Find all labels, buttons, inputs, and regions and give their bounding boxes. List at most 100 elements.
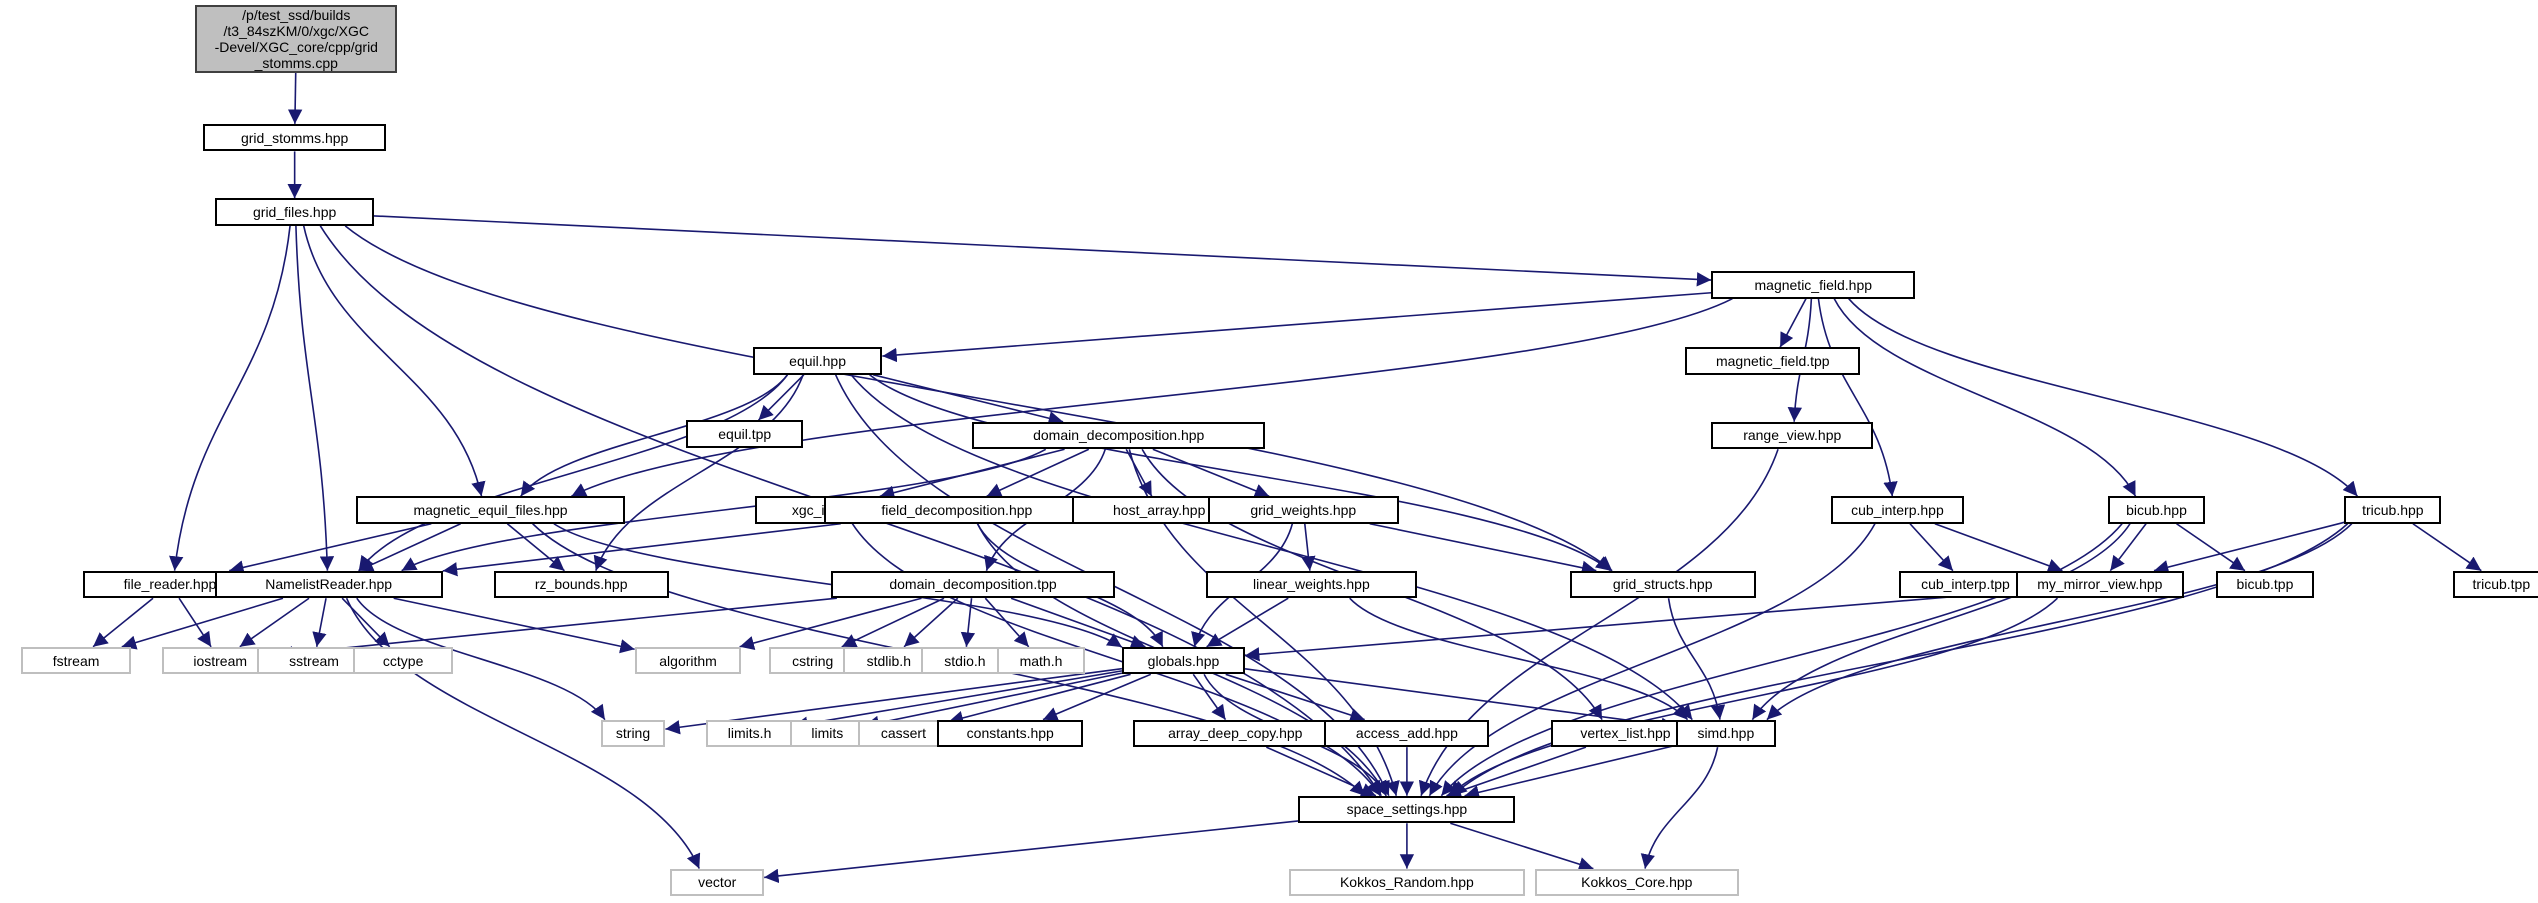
edge-equil-to-domain_decomposition: [873, 374, 1064, 426]
edge-grid_files-to-magnetic_equil_files: [302, 225, 486, 497]
node-domain-decomposition-tpp[interactable]: domain_decomposition.tpp: [830, 570, 1116, 599]
edge-equil-to-NamelistReader: [358, 374, 789, 572]
edge-domain_decomposition_tpp-to-stdio_h: [960, 598, 976, 647]
edge-bicub-to-simd: [1751, 523, 2131, 721]
edge-magnetic_equil_files-to-rz_bounds: [506, 523, 565, 572]
edge-magnetic_field-to-magnetic_field_tpp: [1779, 298, 1807, 348]
edge-magnetic_equil_files-to-NamelistReader: [358, 523, 461, 572]
edge-grid_files-to-NamelistReader: [295, 225, 335, 571]
node-vector: vector: [670, 868, 765, 897]
node-cassert: cassert: [858, 719, 949, 748]
edge-my_mirror_view-to-globals: [1244, 590, 2016, 662]
edge-magnetic_field-to-tricub: [1848, 298, 2359, 497]
node-my-mirror-view[interactable]: my_mirror_view.hpp: [2015, 570, 2185, 599]
node-limits: limits: [790, 719, 865, 748]
edge-equil-to-equil_tpp: [757, 374, 805, 421]
node-grid-weights[interactable]: grid_weights.hpp: [1207, 496, 1399, 524]
node-access-add[interactable]: access_add.hpp: [1324, 719, 1490, 748]
edge-globals-to-string: [665, 667, 1123, 735]
edge-domain_decomposition_tpp-to-stdlib_h: [903, 597, 959, 648]
edge-bicub-to-my_mirror_view: [2109, 523, 2147, 572]
node-globals[interactable]: globals.hpp: [1121, 646, 1245, 675]
node-vertex-list[interactable]: vertex_list.hpp: [1551, 719, 1700, 748]
node-linear-weights[interactable]: linear_weights.hpp: [1206, 570, 1417, 599]
edge-equil-to-rz_bounds: [593, 374, 804, 571]
edge-domain_decomposition-to-field_decomposition: [986, 448, 1090, 497]
edge-domain_decomposition_tpp-to-math_h: [984, 597, 1030, 648]
edge-NamelistReader-to-fstream: [121, 597, 284, 650]
edge-NamelistReader-to-sstream: [312, 598, 327, 647]
node-magnetic-equil-files[interactable]: magnetic_equil_files.hpp: [356, 496, 625, 524]
node-root[interactable]: /p/test_ssd/builds /t3_84szKM/0/xgc/XGC …: [195, 4, 398, 73]
node-grid-stomms[interactable]: grid_stomms.hpp: [203, 123, 387, 152]
edge-xgc_io-to-space_settings: [851, 523, 1381, 797]
edge-field_decomposition-to-NamelistReader: [442, 522, 841, 577]
node-fstream: fstream: [21, 646, 132, 675]
edge-globals-to-cassert: [948, 673, 1131, 725]
node-array-deep-copy[interactable]: array_deep_copy.hpp: [1133, 719, 1338, 748]
node-namelistreader[interactable]: NamelistReader.hpp: [214, 570, 443, 599]
edge-equil-to-grid_structs: [869, 374, 1612, 572]
edge-root-to-grid_stomms: [287, 72, 303, 124]
node-cub-interp[interactable]: cub_interp.hpp: [1831, 496, 1964, 524]
edge-equil-to-simd: [850, 374, 1693, 721]
edge-domain_decomposition-to-grid_weights: [1152, 448, 1270, 498]
edges-layer: [92, 72, 2482, 884]
edge-globals-to-array_deep_copy: [1192, 673, 1227, 721]
node-bicub[interactable]: bicub.hpp: [2107, 496, 2206, 524]
edge-grid_structs-to-simd: [1667, 598, 1726, 720]
node-rz-bounds[interactable]: rz_bounds.hpp: [493, 570, 669, 599]
edge-space_settings-to-vector: [764, 820, 1299, 884]
edge-magnetic_field-to-bicub: [1833, 298, 2137, 497]
edge-array_deep_copy-to-space_settings: [1266, 746, 1377, 797]
node-space-settings[interactable]: space_settings.hpp: [1298, 795, 1516, 824]
node-equil[interactable]: equil.hpp: [752, 347, 883, 375]
edge-domain_decomposition-to-host_array: [1125, 448, 1153, 497]
node-math-h: math.h: [997, 646, 1085, 675]
node-cctype: cctype: [352, 646, 454, 675]
node-field-decomposition[interactable]: field_decomposition.hpp: [824, 496, 1090, 524]
edge-grid_weights-to-linear_weights: [1301, 523, 1316, 571]
node-range-view[interactable]: range_view.hpp: [1711, 421, 1874, 450]
edge-globals-to-access_add: [1225, 673, 1365, 723]
edge-magnetic_field-to-equil: [882, 291, 1712, 363]
edge-cub_interp-to-cub_interp_tpp: [1909, 523, 1954, 572]
node-bicub-tpp[interactable]: bicub.tpp: [2216, 570, 2314, 599]
edge-globals-to-constants: [1042, 673, 1152, 721]
node-simd[interactable]: simd.hpp: [1675, 719, 1777, 748]
node-magnetic-field-tpp[interactable]: magnetic_field.tpp: [1685, 347, 1861, 375]
edge-tricub-to-simd: [1766, 523, 2353, 721]
edge-file_reader-to-fstream: [92, 597, 154, 648]
node-tricub[interactable]: tricub.hpp: [2344, 496, 2442, 524]
edge-cub_interp-to-my_mirror_view: [1934, 522, 2063, 573]
edge-tricub-to-space_settings: [1451, 523, 2349, 797]
edge-globals-to-limits_h: [793, 670, 1123, 731]
node-cub-interp-tpp[interactable]: cub_interp.tpp: [1899, 570, 2032, 599]
edge-linear_weights-to-globals: [1206, 597, 1289, 648]
node-magnetic-field[interactable]: magnetic_field.hpp: [1711, 271, 1916, 299]
edge-globals-to-simd: [1244, 668, 1676, 732]
edge-domain_decomposition_tpp-to-cstring: [841, 597, 945, 648]
edge-domain_decomposition_tpp-to-globals: [1010, 597, 1146, 649]
node-sstream: sstream: [257, 646, 371, 675]
node-grid-files[interactable]: grid_files.hpp: [215, 198, 374, 226]
edge-bicub-to-bicub_tpp: [2176, 523, 2246, 572]
node-cstring: cstring: [769, 646, 857, 675]
node-constants[interactable]: constants.hpp: [937, 719, 1084, 748]
edge-NamelistReader-to-algorithm: [393, 597, 635, 654]
node-domain-decomposition[interactable]: domain_decomposition.hpp: [972, 421, 1266, 450]
node-stdio-h: stdio.h: [921, 646, 1009, 675]
node-grid-structs[interactable]: grid_structs.hpp: [1569, 570, 1756, 599]
node-tricub-tpp[interactable]: tricub.tpp: [2452, 570, 2538, 599]
node-kokkos-core: Kokkos_Core.hpp: [1534, 868, 1739, 897]
edge-NamelistReader-to-string: [356, 597, 606, 721]
edge-cub_interp-to-space_settings: [1428, 523, 1876, 797]
edge-NamelistReader-to-vector: [345, 597, 701, 869]
node-equil-tpp[interactable]: equil.tpp: [686, 420, 804, 448]
edge-magnetic_field-to-magnetic_equil_files: [571, 297, 1733, 497]
edge-NamelistReader-to-iostream: [239, 597, 310, 648]
edge-my_mirror_view-to-space_settings: [1448, 597, 2059, 797]
edge-magnetic_equil_files-to-file_reader: [229, 522, 432, 575]
edge-grid_files-to-file_reader: [169, 225, 291, 571]
